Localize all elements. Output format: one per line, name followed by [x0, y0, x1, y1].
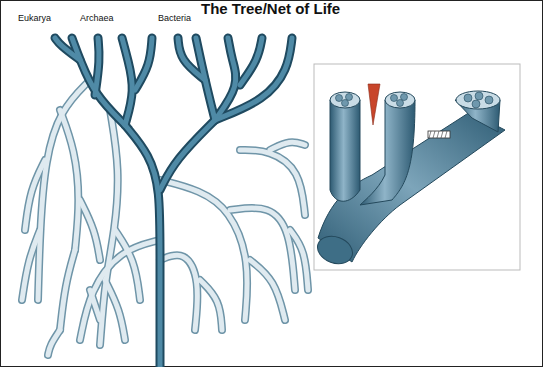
branch-outline: [60, 110, 78, 250]
branch: [60, 250, 75, 330]
branch: [72, 38, 125, 125]
branch-outline: [80, 200, 100, 260]
branch-outline: [122, 38, 132, 125]
branch-outline: [160, 255, 197, 330]
branch: [90, 290, 100, 320]
branch: [290, 230, 308, 290]
branch: [178, 38, 205, 80]
branch-outline: [230, 208, 295, 290]
branch: [240, 150, 305, 215]
branch-outline: [48, 330, 60, 355]
branch-outline: [80, 240, 160, 340]
branch-outline: [215, 38, 236, 120]
branch: [160, 180, 247, 320]
title: The Tree/Net of Life: [201, 0, 340, 17]
branch: [250, 260, 285, 320]
branch-outline: [215, 38, 292, 120]
branch: [105, 280, 125, 340]
branch: [115, 230, 140, 300]
branch: [95, 38, 99, 95]
branch: [38, 80, 90, 300]
branch: [22, 230, 40, 300]
branch: [100, 110, 118, 345]
branch: [125, 125, 160, 367]
branch-outline: [60, 250, 75, 330]
branch: [25, 160, 45, 230]
branch: [215, 38, 236, 120]
branch: [240, 38, 262, 85]
domain-label: Eukarya: [18, 13, 51, 23]
tube-inset: [314, 64, 520, 270]
branch: [215, 38, 292, 120]
branch-outline: [95, 38, 99, 95]
branch: [160, 120, 215, 190]
branch: [80, 240, 160, 340]
branch: [80, 200, 100, 260]
branch-outline: [115, 230, 140, 300]
branch-outline: [240, 38, 262, 85]
branch: [60, 110, 78, 250]
branch: [160, 255, 197, 330]
domain-label: Archaea: [80, 13, 114, 23]
main-branches: [55, 38, 292, 367]
branch: [270, 142, 305, 150]
branch: [230, 208, 295, 290]
branch: [135, 38, 152, 90]
branch-outline: [72, 38, 125, 125]
side-branches: [22, 80, 308, 355]
branch-outline: [200, 280, 222, 330]
branch-outline: [135, 38, 152, 90]
branch-outline: [240, 150, 305, 215]
domain-label: Bacteria: [158, 13, 191, 23]
branch-outline: [270, 142, 305, 150]
branch: [122, 38, 132, 125]
branch: [200, 280, 222, 330]
branch-outline: [90, 290, 100, 320]
branch-outline: [250, 260, 285, 320]
branch-outline: [160, 180, 247, 320]
branch: [55, 38, 80, 60]
branch-outline: [105, 280, 125, 340]
branch-outline: [38, 80, 90, 300]
branch-outline: [160, 120, 215, 190]
branch-outline: [125, 125, 160, 367]
branch: [48, 330, 60, 355]
